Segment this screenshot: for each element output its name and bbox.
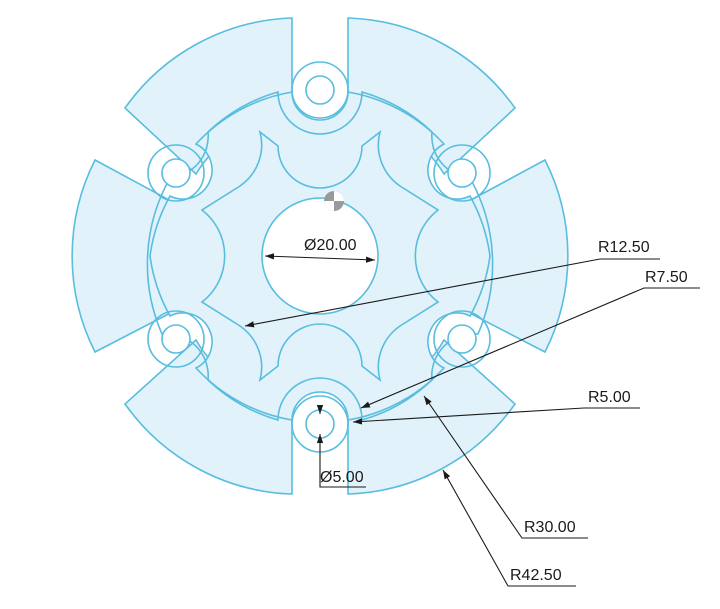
hole-ring-ul: [147, 144, 205, 202]
hole-top: [305, 75, 335, 105]
hole-ring-top: [291, 61, 349, 119]
hole-lower-left: [161, 324, 191, 354]
dimension-center-diameter[interactable]: Ø20.00: [264, 237, 376, 263]
dimension-text-dia-hole: Ø5.00: [320, 469, 364, 486]
dimension-text-r12: R12.50: [598, 239, 650, 256]
hole-ring-ll: [147, 310, 205, 368]
dimension-text-r42: R42.50: [510, 567, 562, 584]
hole-bottom: [305, 409, 335, 439]
hole-lower-right: [447, 324, 477, 354]
hole-upper-right: [447, 158, 477, 188]
hole-upper-left: [161, 158, 191, 188]
star-contour: [200, 129, 440, 383]
dimension-text-r7: R7.50: [645, 269, 688, 286]
origin-marker-icon: [324, 191, 344, 211]
part-body: [71, 17, 569, 495]
dimension-text-r30: R30.00: [524, 519, 576, 536]
dimension-r42-50[interactable]: R42.50: [442, 469, 576, 587]
dimension-r7-50[interactable]: R7.50: [360, 269, 700, 409]
dimension-text-dia-center: Ø20.00: [304, 237, 357, 254]
dimension-r30-00[interactable]: R30.00: [423, 395, 588, 539]
hole-ring-lr: [433, 310, 491, 368]
outer-flange: [71, 17, 569, 495]
hole-ring-ur: [433, 144, 491, 202]
dimension-r12-50[interactable]: R12.50: [244, 239, 660, 328]
dimension-r5-00[interactable]: R5.00: [352, 389, 640, 425]
dimension-hole-diameter[interactable]: Ø5.00: [316, 405, 366, 488]
dimension-text-r5: R5.00: [588, 389, 631, 406]
